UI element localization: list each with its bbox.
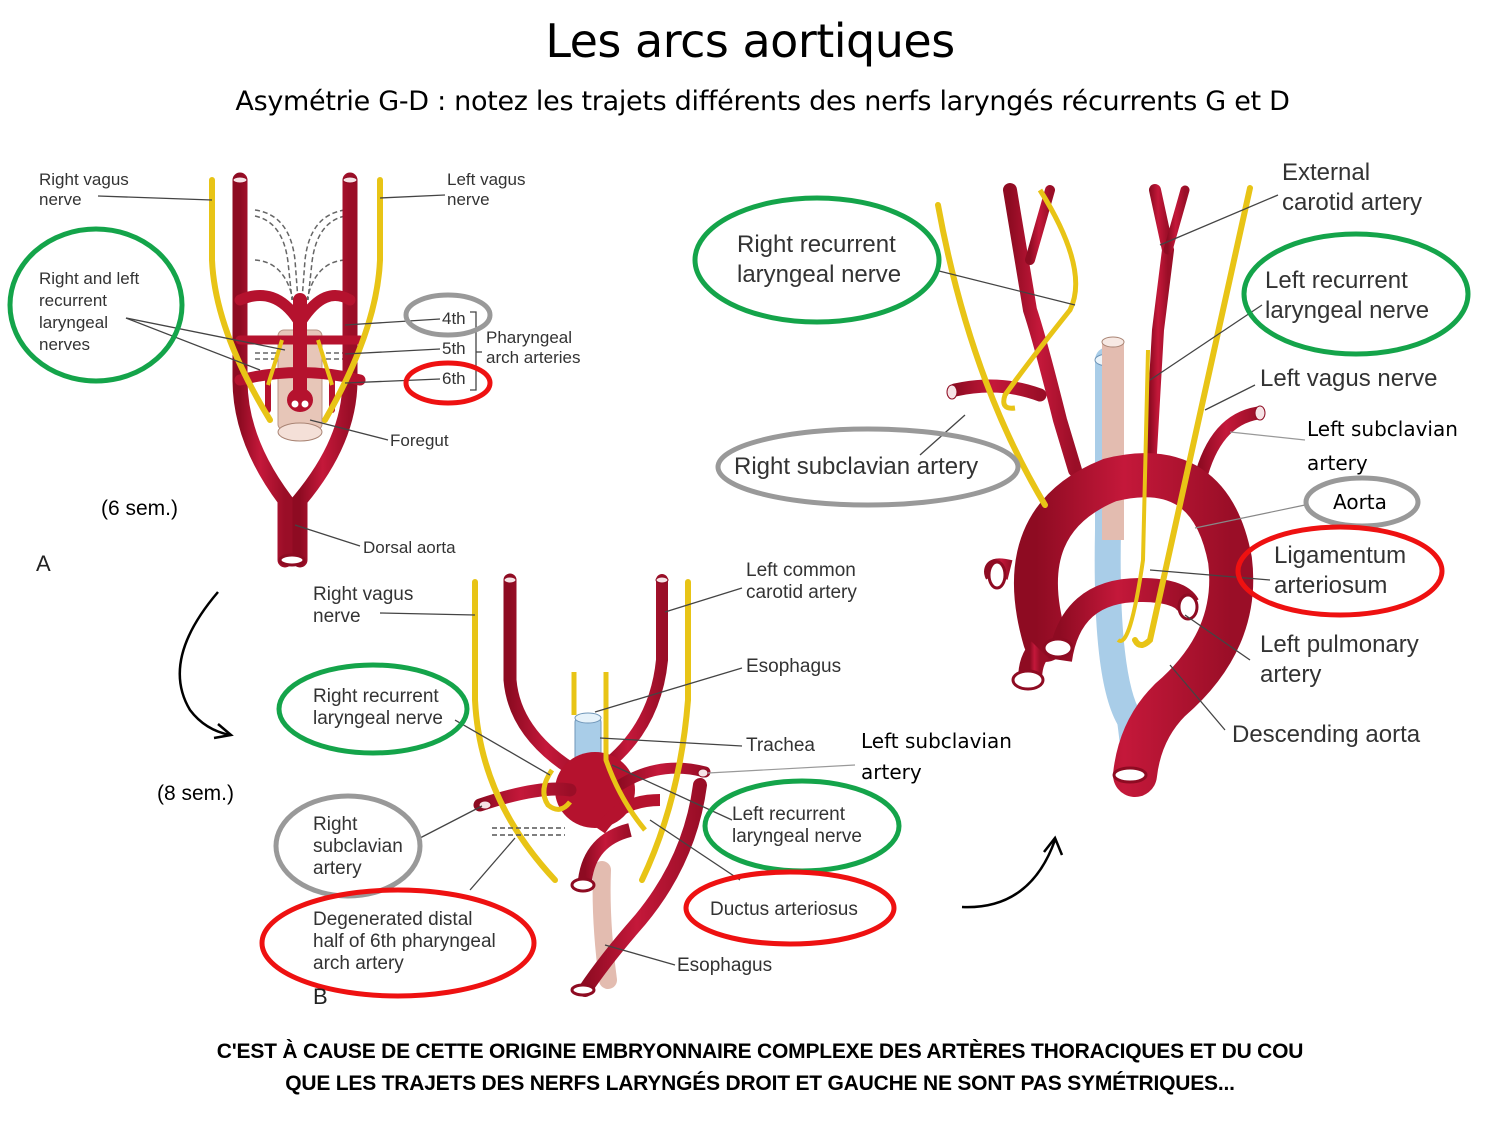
diagram-a-artwork (97, 172, 482, 568)
label-a-arch-5th: 5th (442, 339, 466, 358)
slide-title: Les arcs aortiques (545, 14, 955, 68)
label-a-arch-6th: 6th (442, 369, 466, 388)
label-a-pharyngeal-arch-arteries: Pharyngeal arch arteries (486, 328, 581, 367)
label-b-right-subclavian: Right subclavian artery (313, 814, 403, 879)
stage-b-label: (8 sem.) (157, 782, 235, 805)
label-a-left-vagus: Left vagus nerve (447, 170, 526, 209)
diagram-b-artwork (379, 573, 856, 997)
diagram-c-artwork (919, 183, 1306, 797)
label-b-ductus-arteriosus: Ductus arteriosus (710, 899, 858, 920)
label-b-esophagus-bottom: Esophagus (677, 955, 773, 976)
label-b-esophagus-top: Esophagus (746, 656, 842, 677)
label-b-right-recurrent-laryngeal: Right recurrent laryngeal nerve (313, 686, 443, 729)
label-a-foregut: Foregut (390, 431, 449, 450)
label-a-right-vagus: Right vagus nerve (39, 170, 129, 209)
label-b-left-subclavian: Left subclavian artery (861, 729, 1012, 784)
label-c-ligamentum-arteriosum: Ligamentum arteriosum (1274, 542, 1407, 599)
label-a-dorsal-aorta: Dorsal aorta (363, 538, 456, 557)
panel-letter-b: B (313, 984, 328, 1009)
label-b-degenerated-6th-arch: Degenerated distal half of 6th pharyngea… (313, 909, 496, 974)
label-c-external-carotid: External carotid artery (1282, 159, 1423, 216)
label-b-right-vagus: Right vagus nerve (313, 584, 414, 627)
slide-footer: C'EST À CAUSE DE CETTE ORIGINE EMBRYONNA… (0, 1036, 1500, 1100)
label-a-recurrent-laryngeal-nerves: Right and left recurrent laryngeal nerve… (39, 269, 140, 355)
label-a-arch-4th: 4th (442, 309, 466, 328)
progression-arrows (178, 591, 1064, 909)
label-c-right-recurrent-laryngeal: Right recurrent laryngeal nerve (737, 231, 902, 288)
label-c-left-pulmonary-artery: Left pulmonary artery (1260, 631, 1419, 688)
label-c-descending-aorta: Descending aorta (1232, 721, 1421, 748)
label-c-left-recurrent-laryngeal: Left recurrent laryngeal nerve (1265, 267, 1430, 324)
label-c-right-subclavian: Right subclavian artery (734, 453, 979, 480)
label-b-left-common-carotid: Left common carotid artery (746, 560, 857, 603)
footer-line-1: C'EST À CAUSE DE CETTE ORIGINE EMBRYONNA… (216, 1040, 1304, 1063)
label-c-left-subclavian: Left subclavian artery (1307, 417, 1458, 475)
label-b-left-recurrent-laryngeal: Left recurrent laryngeal nerve (732, 804, 862, 847)
highlight-circles (7, 195, 1471, 999)
label-c-aorta: Aorta (1333, 490, 1387, 514)
label-b-trachea: Trachea (746, 735, 815, 756)
panel-letter-a: A (36, 551, 51, 576)
slide-subtitle: Asymétrie G-D : notez les trajets différ… (235, 86, 1290, 117)
label-c-left-vagus: Left vagus nerve (1260, 365, 1438, 392)
stage-a-label: (6 sem.) (101, 497, 179, 520)
footer-line-2: QUE LES TRAJETS DES NERFS LARYNGÉS DROIT… (285, 1072, 1235, 1095)
